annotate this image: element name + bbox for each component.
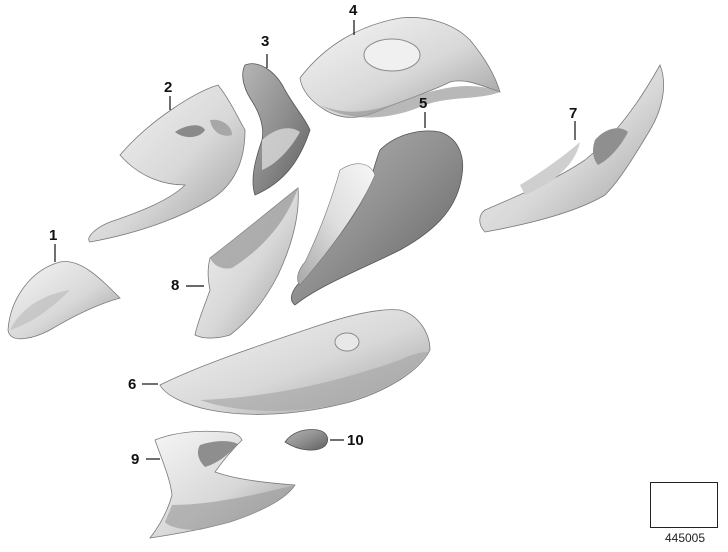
- part-2-tab: [210, 119, 232, 136]
- part-6-shade: [200, 352, 428, 411]
- part-9-lower-shade: [165, 485, 295, 530]
- part-7-light-recess: [593, 128, 628, 165]
- part-3-bracket-cover: [242, 63, 311, 196]
- part-5-side-panel: [290, 130, 464, 306]
- part-4-lower-edge: [320, 85, 500, 118]
- part-1-front-fender: [7, 261, 121, 340]
- reference-number: 445005: [664, 531, 706, 545]
- part-8-shade: [210, 188, 298, 269]
- callout-5: 5: [419, 95, 428, 112]
- part-9-shade: [197, 441, 238, 467]
- callout-7: 7: [569, 105, 578, 122]
- callout-10: 10: [347, 432, 364, 449]
- part-6-emblem-recess: [334, 332, 360, 352]
- reference-box: [650, 482, 718, 528]
- part-10-cap-cover: [284, 429, 329, 451]
- part-7-edge: [520, 142, 580, 195]
- part-7-tail-cover: [479, 64, 665, 233]
- callout-9: 9: [131, 451, 140, 468]
- callout-4: 4: [349, 2, 358, 19]
- callout-1: 1: [49, 227, 58, 244]
- part-4-filler-opening: [363, 38, 421, 72]
- part-5-strip: [297, 163, 376, 286]
- part-2-trim-panel: [88, 84, 246, 243]
- callout-6: 6: [128, 376, 137, 393]
- part-2-cutout: [175, 125, 205, 138]
- callout-2: 2: [164, 79, 173, 96]
- callout-3: 3: [261, 33, 270, 50]
- part-3-highlight: [262, 128, 300, 170]
- part-1-fender-shade: [10, 290, 70, 330]
- callout-8: 8: [171, 277, 180, 294]
